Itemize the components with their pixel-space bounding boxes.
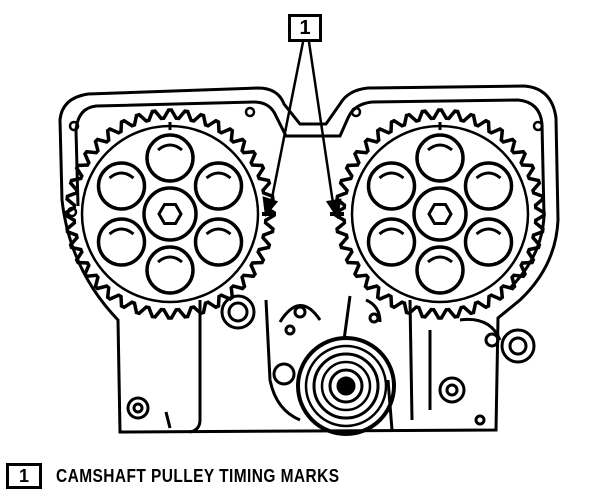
pulley-hole-shading xyxy=(205,227,232,236)
legend-number: 1 xyxy=(6,463,42,489)
pulley-spoke-hole xyxy=(463,217,514,267)
pulley-hub xyxy=(412,186,468,242)
legend: 1 CAMSHAFT PULLEY TIMING MARKS xyxy=(6,462,386,490)
pulley-teeth xyxy=(334,108,546,320)
pulley-spoke-hole xyxy=(145,133,195,183)
pulley-teeth xyxy=(64,108,276,320)
pulley-spoke-hole xyxy=(193,161,244,211)
head-bolt-holes xyxy=(66,106,544,218)
pulley-hole-shading xyxy=(427,143,453,152)
pulley-spoke-hole xyxy=(145,245,195,295)
pulley-hole-shading xyxy=(427,255,453,264)
pulley-hole-shading xyxy=(108,171,135,180)
pulley-hole-shading xyxy=(378,171,405,180)
pulley-spoke-hole xyxy=(366,217,417,267)
timing-mark-arrows xyxy=(262,41,342,220)
pulley-hole-shading xyxy=(378,227,405,236)
pulley-rim xyxy=(80,124,260,304)
pulley-spoke-hole xyxy=(415,245,465,295)
pulley-hole-shading xyxy=(475,171,502,180)
pulley-hole-shading xyxy=(157,143,183,152)
pulley-hole-shading xyxy=(108,227,135,236)
pulley-spoke-hole xyxy=(415,133,465,183)
lower-block-details xyxy=(126,294,536,434)
pulley-hole-shading xyxy=(157,255,183,264)
pulley-rim xyxy=(350,124,530,304)
left-camshaft-pulley xyxy=(64,108,276,320)
pulley-spoke-hole xyxy=(463,161,514,211)
timing-belt-tensioner xyxy=(296,336,396,436)
pulley-spoke-hole xyxy=(96,161,147,211)
pulley-bolt xyxy=(157,203,183,225)
callout-number-label: 1 xyxy=(288,14,322,42)
pulley-bolt xyxy=(427,203,453,225)
pulley-hole-shading xyxy=(475,227,502,236)
pulley-spoke-hole xyxy=(96,217,147,267)
right-camshaft-pulley xyxy=(334,108,546,320)
pulley-spoke-hole xyxy=(366,161,417,211)
pulley-hub xyxy=(142,186,198,242)
legend-text: CAMSHAFT PULLEY TIMING MARKS xyxy=(56,465,340,486)
pulley-spoke-hole xyxy=(193,217,244,267)
pulley-hole-shading xyxy=(205,171,232,180)
